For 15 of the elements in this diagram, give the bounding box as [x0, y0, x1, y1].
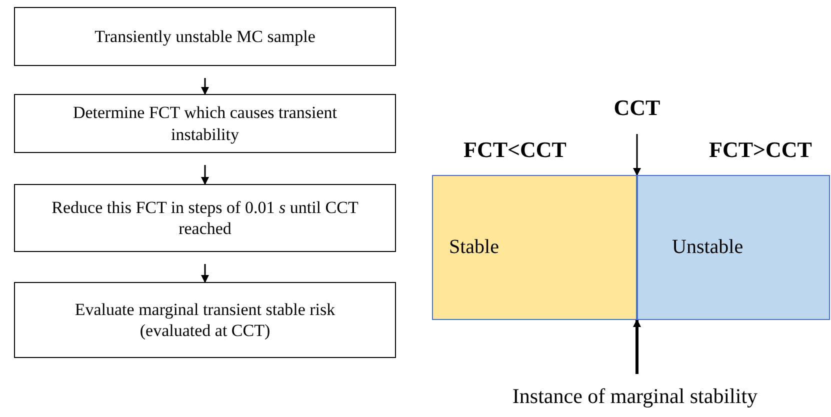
process-box: Reduce this FCT in steps of 0.01 s until CCT reached	[14, 184, 396, 252]
unstable-region: Unstable	[637, 175, 830, 320]
arrow	[633, 134, 641, 176]
region-condition-label: FCT<CCT	[462, 136, 568, 162]
process-box: Transiently unstable MC sample	[14, 7, 396, 66]
arrow	[201, 264, 209, 283]
text-label: Instance of marginal stability	[462, 380, 808, 412]
process-box: Determine FCT which causes transient instability	[14, 94, 396, 153]
region-condition-label: FCT>CCT	[708, 136, 813, 162]
arrow	[201, 165, 209, 185]
process-box: Evaluate marginal transient stable risk (evaluated at CCT)	[14, 282, 396, 358]
arrow	[201, 78, 209, 95]
stable-region: Stable	[432, 175, 637, 320]
text-label: CCT	[600, 94, 674, 122]
arrow	[633, 319, 641, 374]
